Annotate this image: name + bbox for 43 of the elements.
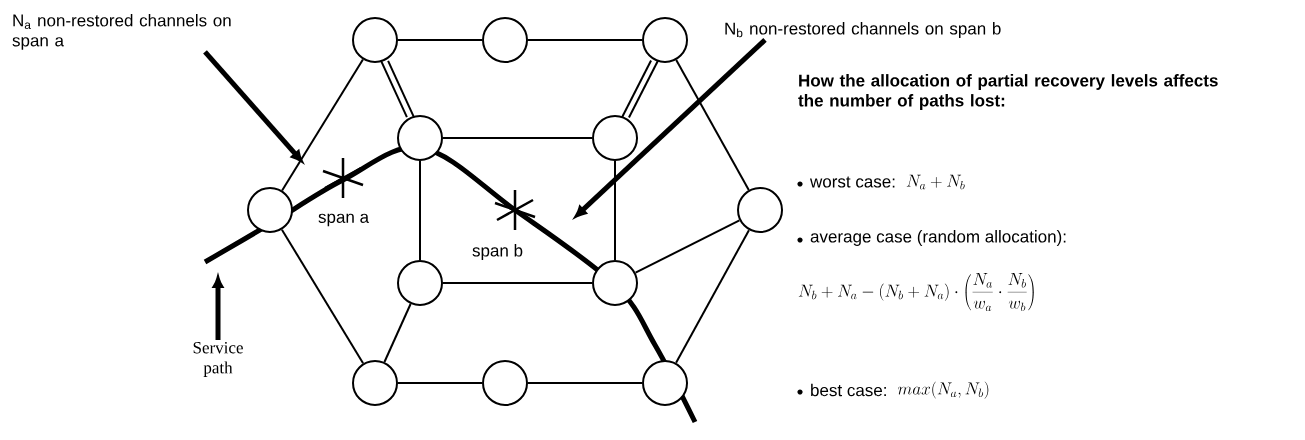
link-line xyxy=(397,382,483,384)
link-line xyxy=(527,382,643,384)
heading-text: How the allocation of partial recovery levels affects the number of paths lost: xyxy=(798,74,1218,110)
link-line xyxy=(614,160,616,261)
network-node xyxy=(482,360,528,406)
bullet-text: worst case: xyxy=(810,176,895,188)
link-line xyxy=(634,219,741,274)
formula: $N_b + N_a - (N_b + N_a) \cdot \left(\frac{N_a}{w_a} \cdot \frac{N_b}{w_b}\right)$ xyxy=(798,273,1034,312)
link-line xyxy=(675,59,750,191)
network-node xyxy=(592,115,638,161)
link-line xyxy=(675,229,750,364)
network-node xyxy=(642,17,688,63)
annotation-text: Service path xyxy=(193,342,243,377)
network-node xyxy=(737,187,783,233)
network-node xyxy=(642,360,688,406)
network-node xyxy=(592,260,638,306)
link-line xyxy=(627,59,660,119)
span-label: span a xyxy=(318,213,370,227)
network-node xyxy=(482,17,528,63)
leader-arrow xyxy=(574,38,767,218)
bullet-text: average case (random allocation): xyxy=(810,230,1066,246)
formula: $max(N_a, N_b)$ xyxy=(897,381,989,399)
network-node xyxy=(397,115,443,161)
link-line xyxy=(442,282,593,284)
link-line xyxy=(397,39,483,41)
link-line xyxy=(442,137,593,139)
link-line xyxy=(383,303,412,364)
link-line xyxy=(620,59,653,119)
link-line xyxy=(380,59,408,119)
network-node xyxy=(352,360,398,406)
span-label: span b xyxy=(472,244,523,260)
link-line xyxy=(387,59,415,119)
bullet-text: best case: xyxy=(811,383,886,397)
network-node xyxy=(352,17,398,63)
annotation-text: N$_{a}$ non-restored channels on span a xyxy=(12,14,231,50)
link-line xyxy=(281,58,364,192)
formula: $N_a + N_b$ xyxy=(906,174,965,190)
network-node xyxy=(397,260,443,306)
link-line xyxy=(280,228,365,365)
annotation-text: N$_{b}$ non-restored channels on span b xyxy=(725,22,1001,38)
link-line xyxy=(419,160,421,261)
network-node xyxy=(247,187,293,233)
link-line xyxy=(527,39,643,41)
